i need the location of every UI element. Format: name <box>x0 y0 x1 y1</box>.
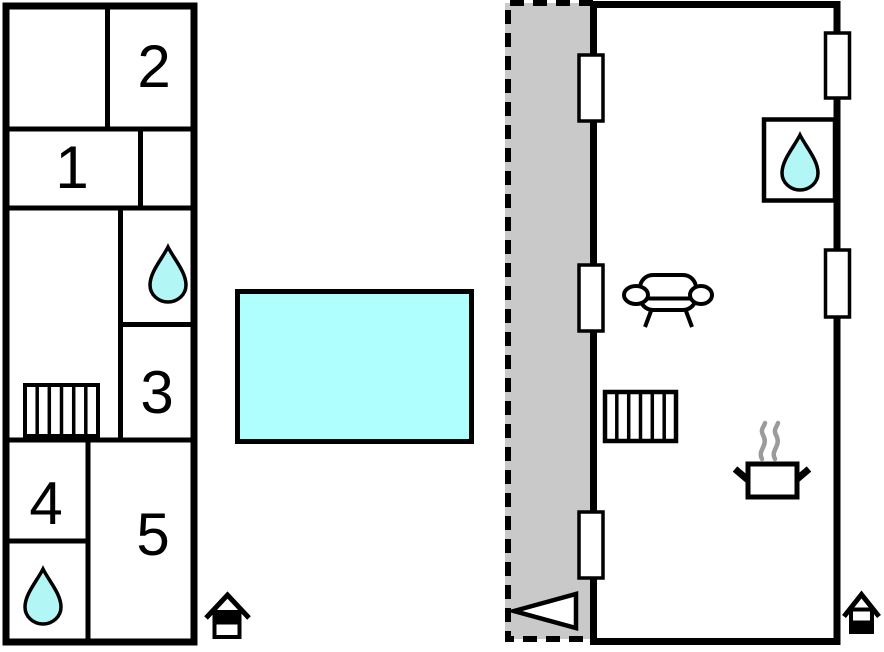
terrace-dashed-border <box>505 0 593 642</box>
window-icon <box>577 53 605 123</box>
window-icon <box>823 31 852 100</box>
interior-walls-upper <box>9 9 191 639</box>
steam-icon <box>758 420 781 462</box>
room-5-label: 5 <box>136 501 169 568</box>
house-level-icon-ground <box>842 590 881 634</box>
cooking-pot-icon <box>732 420 812 500</box>
exterior-wall-ground <box>590 1 841 645</box>
window-icon <box>823 248 852 319</box>
house-level-icon-upper <box>204 591 251 639</box>
water-drop-icon <box>780 131 820 192</box>
window-icon <box>577 510 605 580</box>
room-4-label: 4 <box>29 470 62 537</box>
room-3-label: 3 <box>140 359 173 426</box>
room-1-label: 1 <box>55 134 88 201</box>
ground-floor-plan <box>505 0 852 645</box>
water-drop-icon <box>23 565 63 626</box>
room-2-label: 2 <box>137 33 170 100</box>
entrance-arrow-icon <box>505 591 579 631</box>
stairs-icon <box>23 383 100 438</box>
water-drop-icon <box>148 243 188 304</box>
sofa-icon <box>622 273 714 328</box>
upper-floor-plan: 1 2 3 4 5 <box>2 2 198 646</box>
stairs-icon <box>602 389 679 444</box>
swimming-pool <box>235 289 474 444</box>
window-icon <box>577 263 605 333</box>
